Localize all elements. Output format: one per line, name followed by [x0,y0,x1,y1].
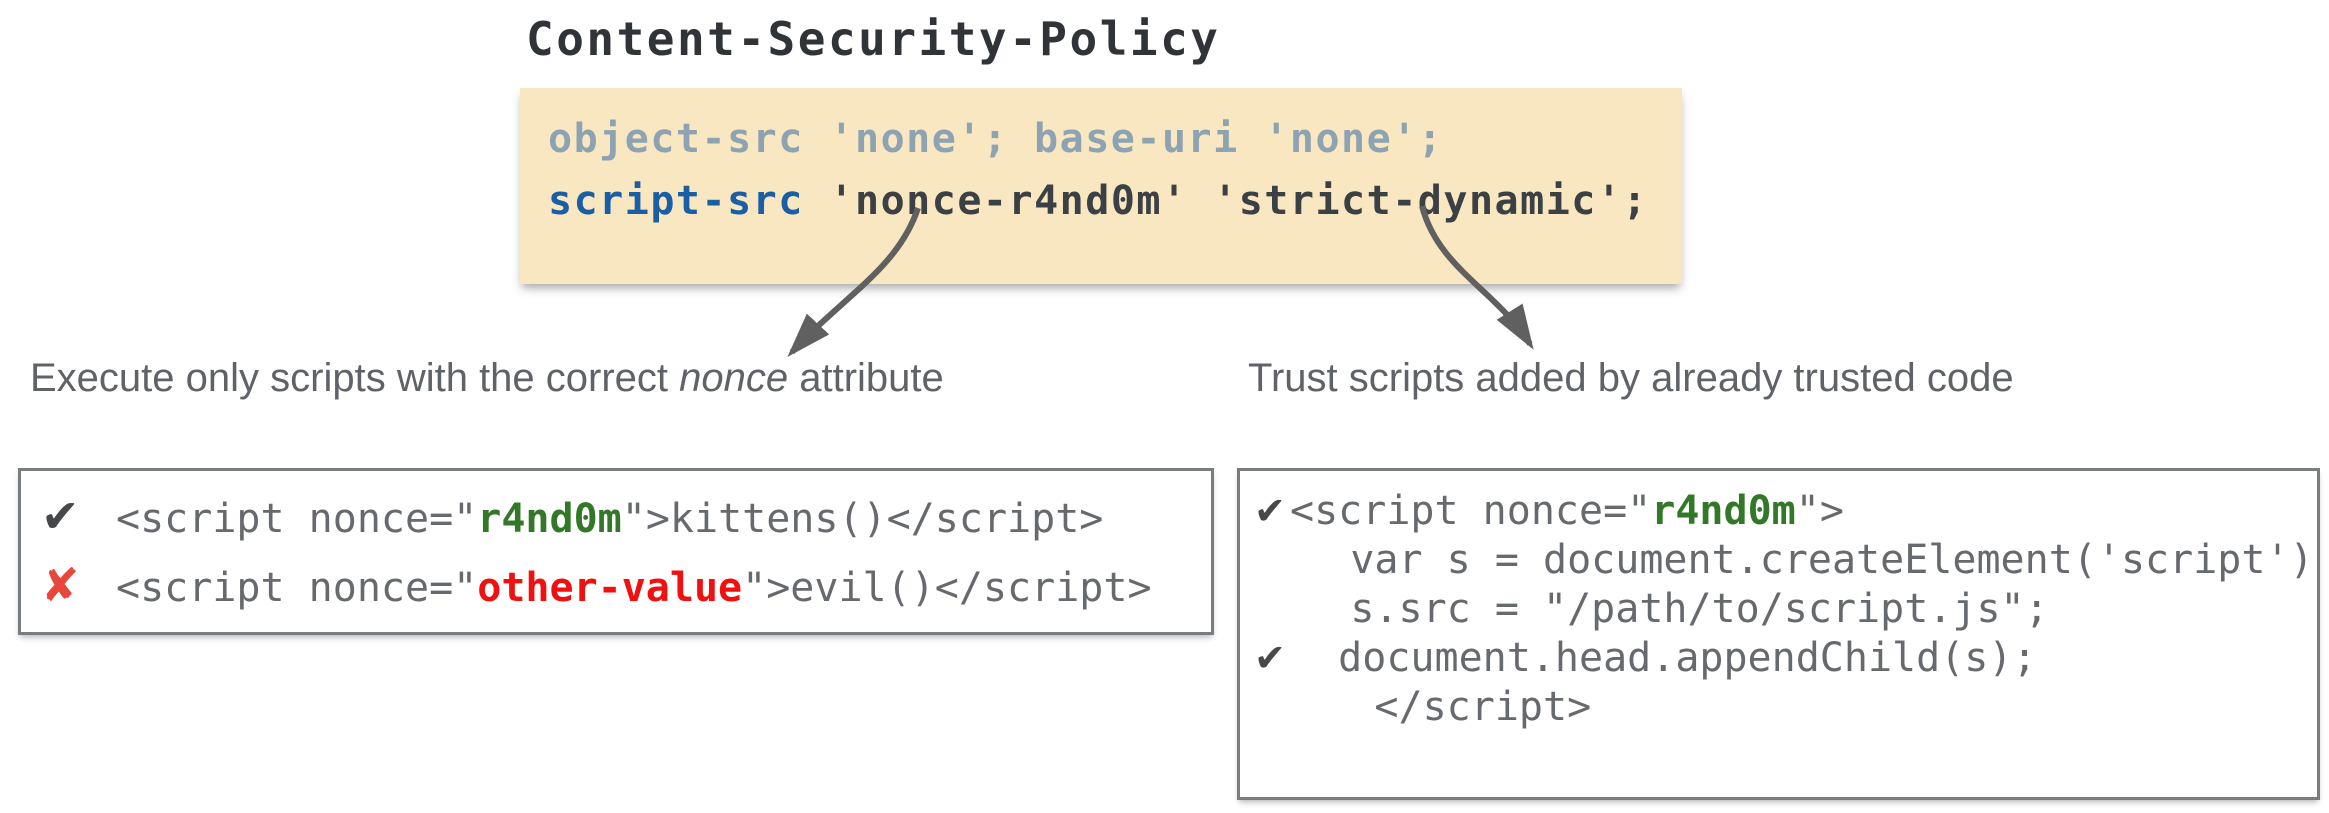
caption-nonce: Execute only scripts with the correct no… [30,356,944,401]
cross-icon: ✘ [41,558,80,612]
script-src-directive: script-src [548,178,804,224]
caption-nonce-emphasis: nonce [679,356,789,400]
check-icon: ✔ [41,489,80,543]
code-text: <script nonce=" [1290,488,1652,534]
code-line-src: s.src = "/path/to/script.js"; [1254,586,2049,632]
page-title: Content-Security-Policy [526,12,1221,66]
policy-line-object-src: object-src 'none'; base-uri 'none'; [548,108,1654,170]
caption-nonce-text-1: Execute only scripts with the correct [30,356,680,400]
strict-dynamic-example-box: ✔<script nonce="r4nd0m"> var s = documen… [1237,468,2320,800]
code-line-append-child: ✔ document.head.appendChild(s); [1254,634,2307,683]
csp-policy-box: object-src 'none'; base-uri 'none'; scri… [520,88,1682,284]
nonce-value-bad: other-value [477,565,743,611]
code-text: "> [1795,488,1844,534]
code-line-script-open: ✔<script nonce="r4nd0m"> [1254,487,2307,536]
nonce-example-box: ✔<script nonce="r4nd0m">kittens()</scrip… [18,468,1214,635]
code-text: <script nonce=" [116,565,478,611]
check-icon: ✔ [1254,636,1286,680]
check-icon: ✔ [1254,489,1286,533]
script-src-values: 'nonce-r4nd0m' 'strict-dynamic'; [803,178,1649,224]
code-text: ">evil()</script> [742,565,1152,611]
code-text: <script nonce=" [116,496,478,542]
code-text: document.head.appendChild(s); [1290,635,2037,681]
code-line-script-close: </script> [1254,684,1592,730]
code-line-blocked: ✘ <script nonce="other-value">evil()</scr… [41,552,1193,621]
caption-strict-dynamic: Trust scripts added by already trusted c… [1248,356,2014,400]
nonce-value-good: r4nd0m [1651,488,1796,534]
code-line-create-element: var s = document.createElement('script') [1254,537,2314,583]
policy-muted-text: object-src 'none'; base-uri 'none'; [548,116,1444,162]
code-line-allowed: ✔ <script nonce="r4nd0m">kittens()</scrip… [41,483,1193,552]
policy-line-script-src: script-src 'nonce-r4nd0m' 'strict-dynami… [548,170,1654,232]
code-text: ">kittens()</script> [621,496,1104,542]
caption-nonce-text-2: attribute [788,356,944,400]
nonce-value-good: r4nd0m [477,496,622,542]
